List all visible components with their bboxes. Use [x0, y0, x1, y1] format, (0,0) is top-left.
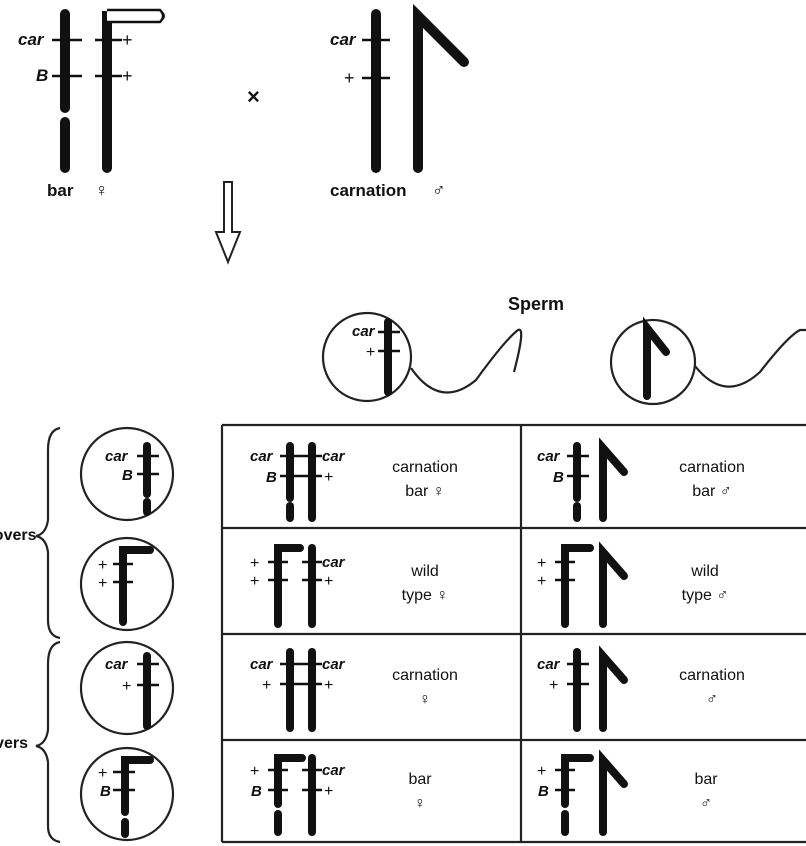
plus-label: + [549, 677, 558, 694]
plus-label: + [324, 573, 333, 590]
offspring-sex: bar ♂ [692, 483, 732, 500]
sperm-head-circle [609, 318, 697, 406]
plus-label: + [122, 678, 131, 695]
egg-circle [79, 640, 175, 736]
b-locus-label: B [122, 467, 133, 484]
punnett-grid [220, 423, 806, 844]
plus-label: + [324, 677, 333, 694]
plus-label: + [98, 575, 107, 592]
plus-label: + [324, 469, 333, 486]
cell-r1-male: car B carnation bar ♂ [537, 437, 745, 522]
offspring-sex: ♂ [706, 691, 718, 708]
offspring-phenotype: carnation [679, 459, 745, 476]
egg-circle [79, 426, 175, 522]
egg-circle [79, 536, 175, 632]
male-y-chromosome [413, 3, 469, 173]
car-locus-label: car [250, 656, 274, 673]
egg-wild: + + [79, 536, 175, 632]
car-locus-label: car [18, 30, 45, 49]
plus-label: + [122, 30, 133, 50]
car-locus-label: car [322, 448, 346, 465]
car-locus-label: car [322, 762, 346, 779]
offspring-phenotype: bar [408, 771, 432, 788]
female-x-chromosome-2-hook [107, 8, 165, 24]
egg-chromosome [119, 546, 154, 626]
offspring-phenotype: carnation [392, 667, 458, 684]
female-symbol: ♀ [95, 180, 109, 200]
offspring-sex: ♂ [700, 795, 712, 812]
b-locus-label: B [553, 469, 564, 486]
offspring-phenotype: carnation [679, 667, 745, 684]
egg-circle [79, 746, 175, 842]
car-locus-label: car [105, 448, 129, 465]
offspring-sex: type ♂ [682, 587, 729, 604]
b-locus-label: B [538, 783, 549, 800]
sperm-tail [410, 328, 523, 394]
plus-label: + [98, 765, 107, 782]
plus-label: + [262, 677, 271, 694]
female-parent: car B + + bar ♀ [18, 8, 165, 200]
sperm-y-chromosome [643, 316, 670, 400]
car-locus-label: car [322, 656, 346, 673]
offspring-phenotype: wild [410, 563, 439, 580]
plus-label: + [250, 763, 259, 780]
b-locus-label: B [266, 469, 277, 486]
b-locus-label: B [36, 66, 48, 85]
crossovers-brace [35, 640, 61, 844]
cell-r3-male: car + carnation ♂ [537, 645, 745, 732]
car-locus-label: car [250, 448, 274, 465]
down-arrow-icon [214, 181, 242, 265]
b-locus-label: B [251, 783, 262, 800]
noncrossovers-brace [35, 426, 61, 640]
plus-label: + [344, 68, 355, 88]
plus-label: + [537, 573, 546, 590]
sperm-head-circle [321, 311, 413, 403]
car-locus-label: car [322, 554, 346, 571]
offspring-phenotype: wild [690, 563, 719, 580]
plus-label: + [537, 555, 546, 572]
car-locus-label: car [330, 30, 357, 49]
cell-r3-female: car + car + carnation ♀ [250, 648, 458, 732]
plus-label: + [250, 555, 259, 572]
egg-plus-b: + B [79, 746, 175, 842]
sperm-y [609, 316, 806, 406]
male-parent: car + carnation ♂ [330, 3, 469, 200]
cell-r1-female: car B car + carnation bar ♀ [250, 442, 458, 522]
cell-r2-female: + + car + wild type ♀ [250, 544, 449, 628]
offspring-sex: ♀ [414, 795, 426, 812]
car-locus-label: car [537, 656, 561, 673]
cross-symbol: × [247, 84, 260, 109]
offspring-phenotype: bar [694, 771, 718, 788]
egg-chromosome [121, 756, 154, 816]
sperm-tail [694, 328, 806, 388]
plus-label: + [122, 66, 133, 86]
car-locus-label: car [105, 656, 129, 673]
offspring-phenotype: carnation [392, 459, 458, 476]
cell-r2-male: + + wild type ♂ [537, 541, 729, 628]
noncrossovers-label: Noncrossovers [0, 527, 37, 544]
car-locus-label: car [352, 323, 376, 340]
cell-r4-female: + B car + bar ♀ [250, 754, 432, 836]
plus-label: + [250, 573, 259, 590]
female-phenotype-label: bar [47, 181, 74, 200]
plus-label: + [324, 783, 333, 800]
offspring-sex: bar ♀ [405, 483, 445, 500]
offspring-sex: ♀ [419, 691, 431, 708]
b-locus-label: B [100, 783, 111, 800]
cell-r4-male: + B bar ♂ [537, 749, 718, 836]
crossovers-label: Crossovers [0, 735, 28, 752]
egg-car-plus: car + [79, 640, 175, 736]
male-phenotype-label: carnation [330, 181, 407, 200]
sperm-header: Sperm [508, 294, 564, 314]
offspring-sex: type ♀ [402, 587, 449, 604]
plus-label: + [366, 344, 375, 361]
male-symbol: ♂ [432, 180, 446, 200]
car-locus-label: car [537, 448, 561, 465]
egg-car-b: car B [79, 426, 175, 522]
plus-label: + [98, 557, 107, 574]
plus-label: + [537, 763, 546, 780]
sperm-car: car + [321, 311, 523, 403]
